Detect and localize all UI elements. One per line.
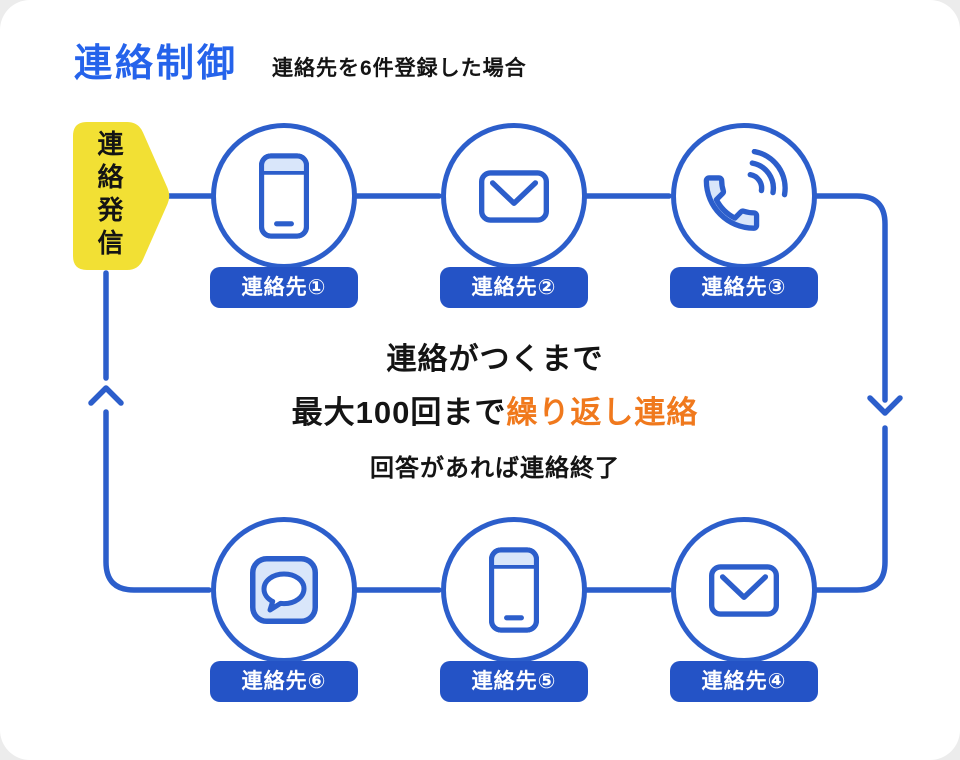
contact-circle-5: [441, 517, 587, 663]
smartphone-icon: [259, 153, 309, 239]
page-title: 連絡制御: [74, 43, 239, 85]
contact-label-2: 連絡先②: [440, 267, 588, 308]
start-arrow-shape: [73, 122, 170, 270]
smartphone-icon: [489, 547, 539, 633]
contact-label-5: 連絡先⑤: [440, 661, 588, 702]
contact-circle-6: [211, 517, 357, 663]
contact-label-1: 連絡先①: [210, 267, 358, 308]
start-badge: 連絡発信: [72, 121, 173, 271]
contact-node-5: 連絡先⑤: [439, 517, 589, 703]
center-text-line3: 回答があれば連絡終了: [370, 455, 620, 482]
connector-3-down-lower: [812, 425, 888, 593]
page-subtitle: 連絡先を6件登録した場合: [272, 57, 527, 80]
contact-label-4: 連絡先④: [670, 661, 818, 702]
center-text-line2-black: 最大100回まで: [291, 395, 507, 430]
contact-node-1: 連絡先①: [209, 123, 359, 309]
center-text-line1: 連絡がつくまで: [386, 343, 604, 376]
contact-label-6: 連絡先⑥: [210, 661, 358, 702]
connector-3-down-upper: [812, 193, 888, 403]
contact-node-2: 連絡先②: [439, 123, 589, 309]
contact-circle-2: [441, 123, 587, 269]
phone-call-icon: [703, 149, 788, 231]
chat-icon: [250, 556, 318, 624]
start-label: 連絡発信: [94, 130, 124, 262]
center-text-block: 連絡がつくまで 最大100回まで繰り返し連絡 回答があれば連絡終了: [245, 334, 745, 483]
contact-node-4: 連絡先④: [669, 517, 819, 703]
contact-circle-3: [671, 123, 817, 269]
start-label-wrap: 連絡発信: [72, 121, 146, 271]
arrowhead-down-icon: [867, 395, 903, 416]
contact-circle-4: [671, 517, 817, 663]
email-icon: [479, 169, 549, 223]
center-text-line2: 最大100回まで繰り返し連絡: [245, 387, 745, 432]
arrowhead-up-icon: [88, 385, 124, 406]
contact-node-3: 連絡先③: [669, 123, 819, 309]
connector-6-up-lower: [103, 409, 212, 593]
email-icon: [709, 563, 779, 617]
contact-circle-1: [211, 123, 357, 269]
contact-label-3: 連絡先③: [670, 267, 818, 308]
center-text-line2-highlight: 繰り返し連絡: [506, 395, 699, 430]
contact-node-6: 連絡先⑥: [209, 517, 359, 703]
